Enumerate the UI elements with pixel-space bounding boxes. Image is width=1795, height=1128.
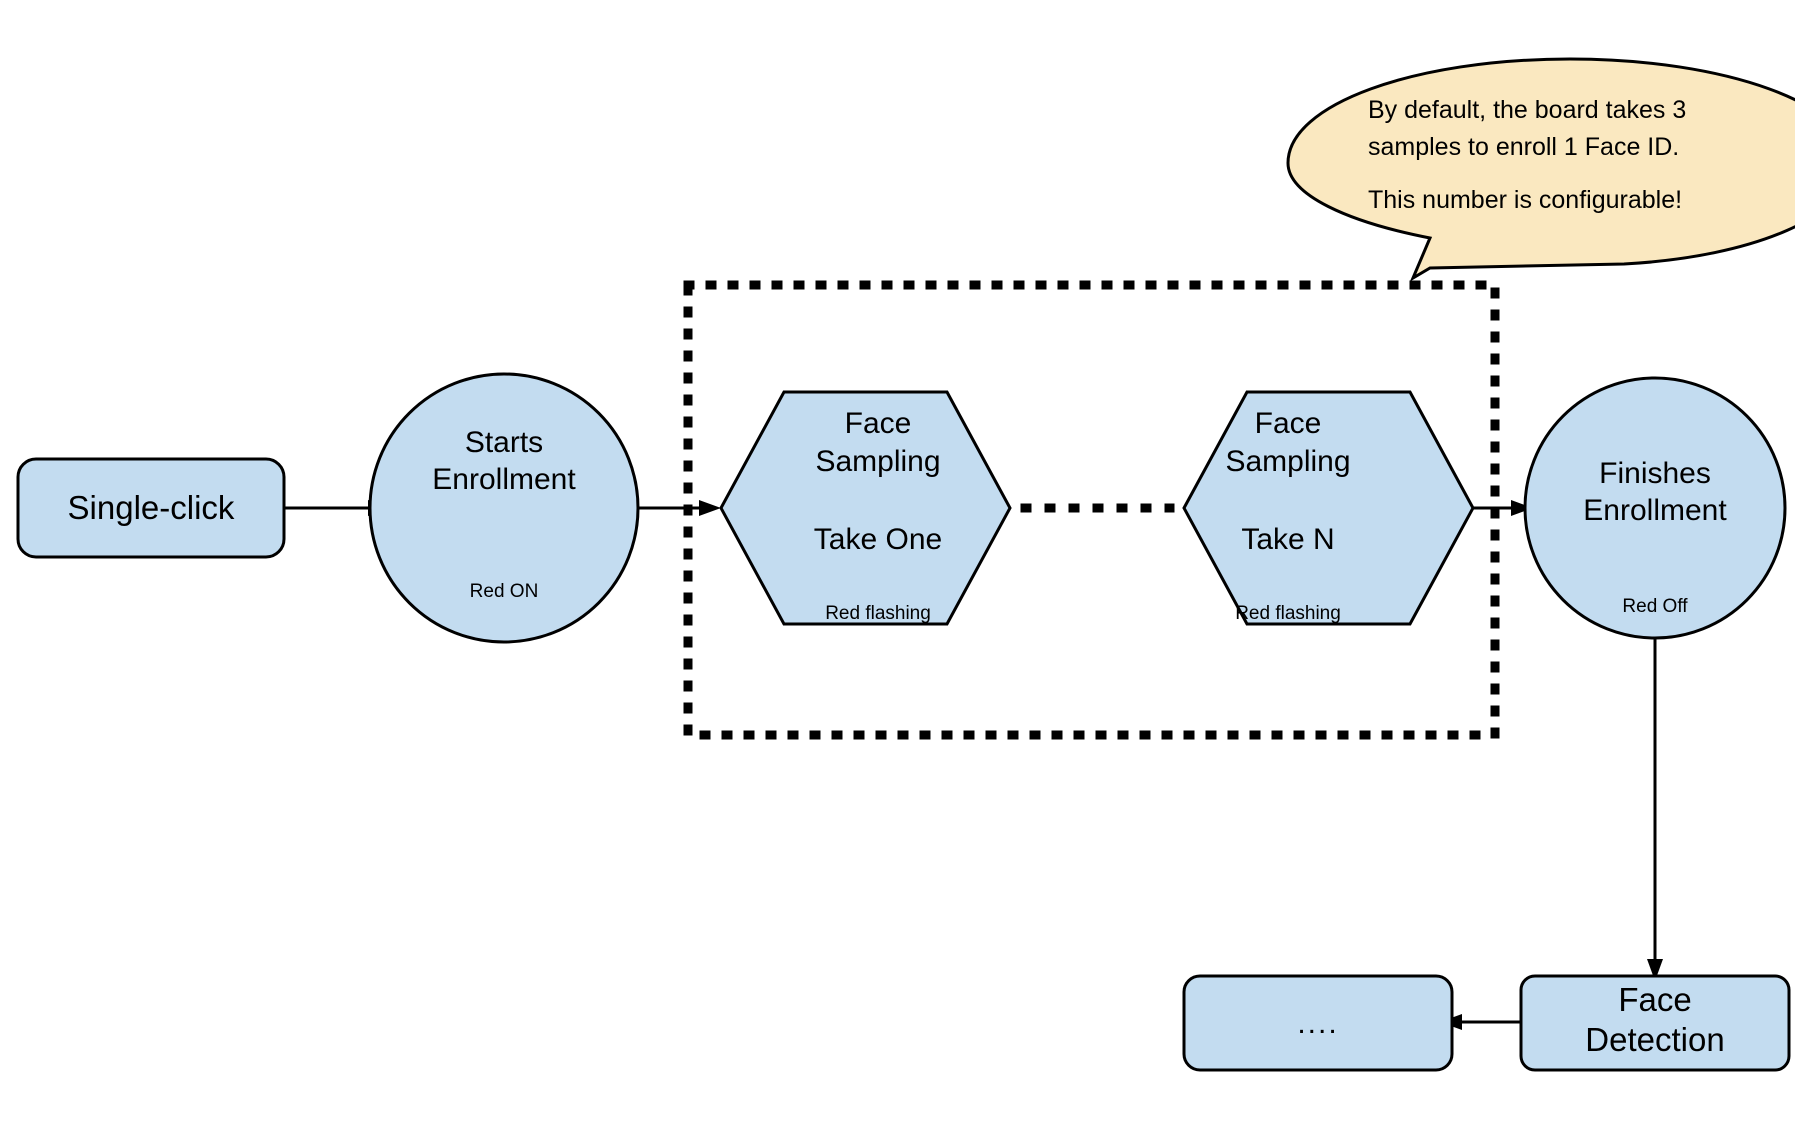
finishes-enrollment-status: Red Off	[1622, 596, 1688, 617]
face-sampling-one-hexagon[interactable]	[719, 390, 1012, 626]
face-detection-label-line1: Face	[1618, 981, 1691, 1018]
face-sampling-one-take-label: Take One	[814, 523, 942, 556]
starts-enrollment-label-line2: Enrollment	[432, 463, 576, 496]
face-sampling-n-label-line2: Sampling	[1225, 445, 1350, 478]
callout-note: By default, the board takes 3 samples to…	[1286, 57, 1795, 282]
starts-enrollment-circle[interactable]	[368, 372, 640, 644]
continuation-label: ....	[1297, 1007, 1338, 1040]
arrowhead-to-sampling-one	[699, 500, 721, 516]
callout-line1: By default, the board takes 3	[1368, 96, 1686, 124]
face-detection-box[interactable]	[1519, 974, 1791, 1072]
starts-enrollment-status: Red ON	[470, 581, 539, 602]
sampling-group-box	[683, 280, 1500, 740]
face-sampling-n-status: Red flashing	[1235, 603, 1341, 624]
node-face-sampling-one[interactable]: Face Sampling Take One Red flashing	[719, 390, 1012, 626]
node-face-sampling-n[interactable]: Face Sampling Take N Red flashing	[1182, 390, 1475, 626]
finishes-enrollment-label-line2: Enrollment	[1583, 494, 1727, 527]
single-click-box[interactable]	[16, 457, 286, 559]
arrowhead-to-face-detection	[1647, 959, 1663, 981]
callout-bubble-shape	[1286, 57, 1795, 282]
face-sampling-one-status: Red flashing	[825, 603, 931, 624]
continuation-box[interactable]	[1182, 974, 1454, 1072]
node-continuation[interactable]: ....	[1182, 974, 1454, 1072]
finishes-enrollment-label-line1: Finishes	[1599, 457, 1711, 490]
face-sampling-n-take-label: Take N	[1241, 523, 1334, 556]
callout-line2: samples to enroll 1 Face ID.	[1368, 133, 1679, 161]
callout-line4: This number is configurable!	[1368, 186, 1682, 214]
starts-enrollment-label-line1: Starts	[465, 426, 543, 459]
single-click-label: Single-click	[68, 489, 235, 526]
node-single-click[interactable]: Single-click	[16, 457, 286, 559]
face-sampling-n-hexagon[interactable]	[1182, 390, 1475, 626]
node-finishes-enrollment[interactable]: Finishes Enrollment Red Off	[1523, 376, 1787, 640]
face-detection-label-line2: Detection	[1585, 1021, 1724, 1058]
face-sampling-one-label-line1: Face	[845, 407, 912, 440]
finishes-enrollment-circle[interactable]	[1523, 376, 1787, 640]
face-sampling-n-label-line1: Face	[1255, 407, 1322, 440]
node-starts-enrollment[interactable]: Starts Enrollment Red ON	[368, 372, 640, 644]
arrowhead-to-finishes-enrollment	[1511, 500, 1533, 516]
node-face-detection[interactable]: Face Detection	[1519, 974, 1791, 1072]
face-sampling-one-label-line2: Sampling	[815, 445, 940, 478]
